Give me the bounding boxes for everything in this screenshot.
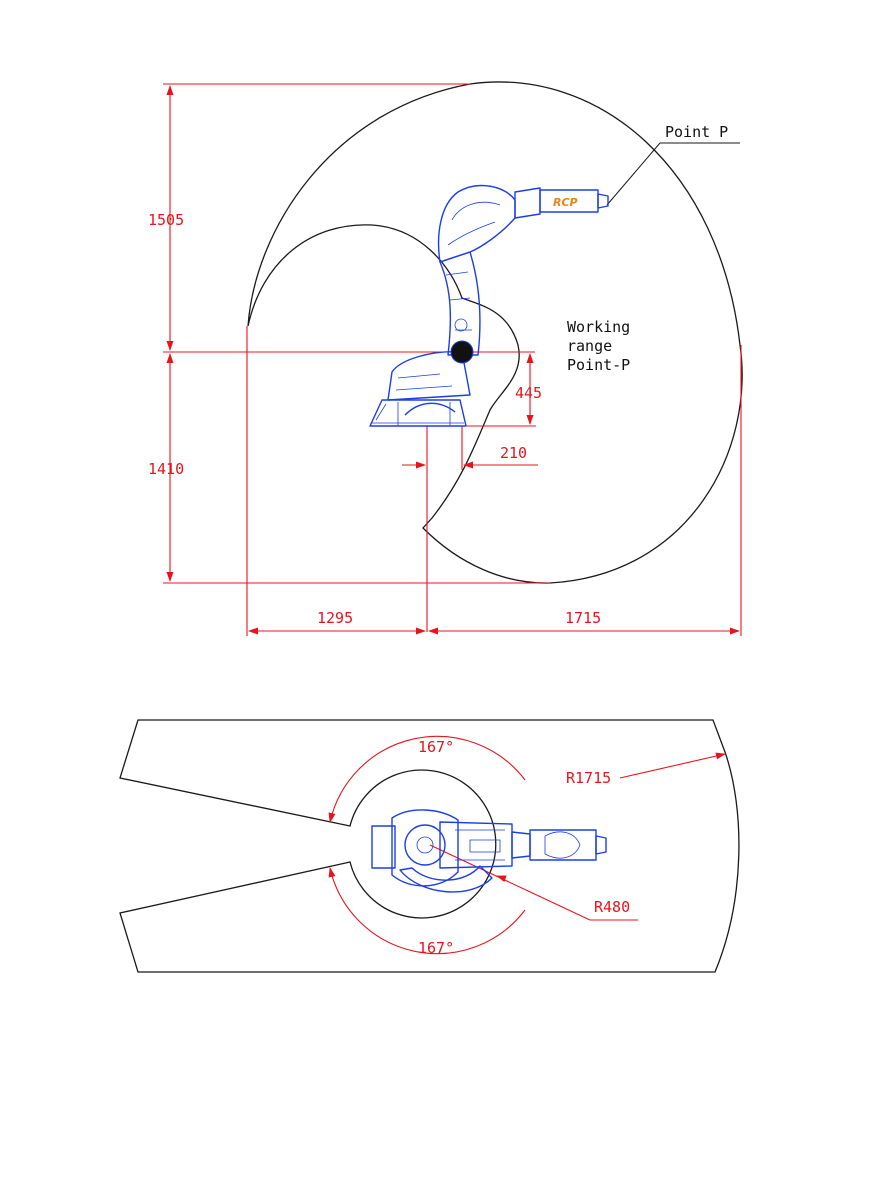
robot-top xyxy=(371,809,607,893)
point-p-label: Point P xyxy=(665,123,728,141)
side-view: 1505 1410 445 210 1295 1715 Point P Work… xyxy=(148,81,743,636)
r480-leader xyxy=(429,844,591,921)
dim-bottom-reach: 1410 xyxy=(148,460,184,478)
working-range-label-3: Point-P xyxy=(567,356,630,374)
side-working-range-outline xyxy=(247,81,743,584)
angle-top-label: 167° xyxy=(418,738,454,756)
dim-front-reach: 1715 xyxy=(565,609,601,627)
shoulder-joint xyxy=(451,341,473,363)
top-working-range-outline xyxy=(119,719,740,973)
dim-base-height: 445 xyxy=(515,384,542,402)
dim-base-offset: 210 xyxy=(500,444,527,462)
angle-arc-top xyxy=(328,735,526,823)
top-view: 167° 167° R1715 R480 xyxy=(119,719,740,973)
angle-arc-bottom xyxy=(328,867,526,955)
working-range-label-1: Working xyxy=(567,318,630,336)
dim-rear-reach: 1295 xyxy=(317,609,353,627)
robot-side: RCP xyxy=(369,184,609,427)
outer-radius-label: R1715 xyxy=(566,769,611,787)
robot-logo: RCP xyxy=(553,196,578,209)
side-dimension-lines xyxy=(163,83,742,636)
working-range-label-2: range xyxy=(567,337,612,355)
r1715-leader xyxy=(619,752,726,779)
inner-radius-label: R480 xyxy=(594,898,630,916)
angle-bottom-label: 167° xyxy=(418,939,454,957)
point-p-leader xyxy=(606,142,661,206)
dim-top-reach: 1505 xyxy=(148,211,184,229)
